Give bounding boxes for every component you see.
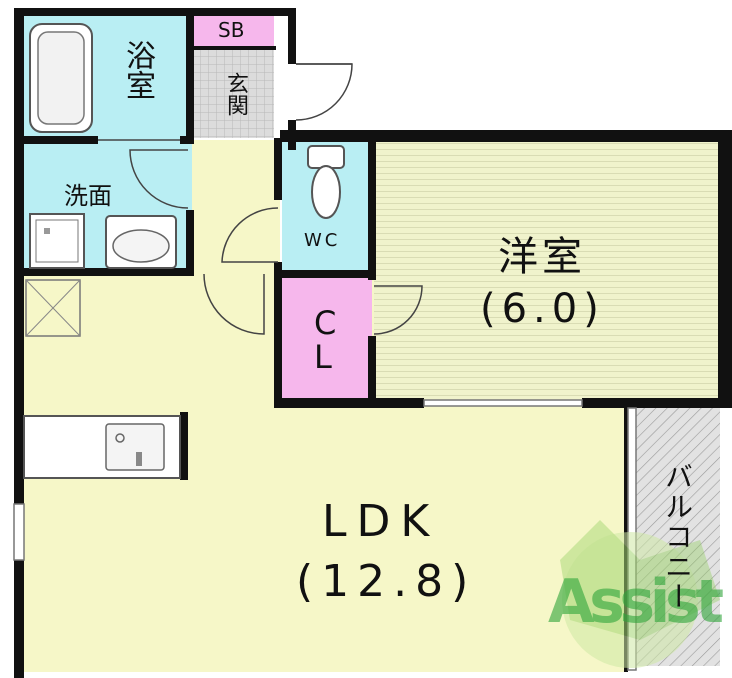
bathtub-inner [37, 31, 85, 125]
assist-logo-text: Assist [548, 567, 724, 637]
shoe-box-label: SB [218, 18, 245, 42]
entrance-floor [194, 50, 274, 138]
balcony-label: バルコニー [661, 462, 694, 612]
washing-machine [29, 213, 85, 269]
refrigerator-space [25, 279, 81, 337]
bathroom-label: 浴室 [120, 40, 155, 100]
ldk-size: (12.8) [296, 556, 477, 607]
western-room-floor [374, 140, 718, 400]
doors [98, 63, 423, 335]
assist-logo-watermark [560, 520, 720, 668]
entrance-label: 玄関 [223, 72, 248, 116]
washing-machine-inner [35, 219, 79, 263]
kitchen-sink [105, 423, 165, 471]
wash-basin-bowl [112, 229, 170, 263]
toilet-tank [307, 145, 345, 169]
toilet-bowl [311, 165, 341, 219]
closet-floor [282, 276, 372, 400]
western-room-size: (6.0) [480, 286, 605, 332]
closet-label: CL [314, 304, 337, 376]
toilet-label: WC [304, 230, 341, 251]
western-room-label: 洋室 [498, 234, 586, 280]
walls [14, 8, 732, 678]
washing-machine-drain [44, 228, 50, 234]
hall-floor [190, 140, 280, 275]
ldk-label: LDK [322, 496, 440, 547]
shoe-box-floor [194, 14, 274, 48]
washroom-label: 洗面 [64, 182, 112, 210]
